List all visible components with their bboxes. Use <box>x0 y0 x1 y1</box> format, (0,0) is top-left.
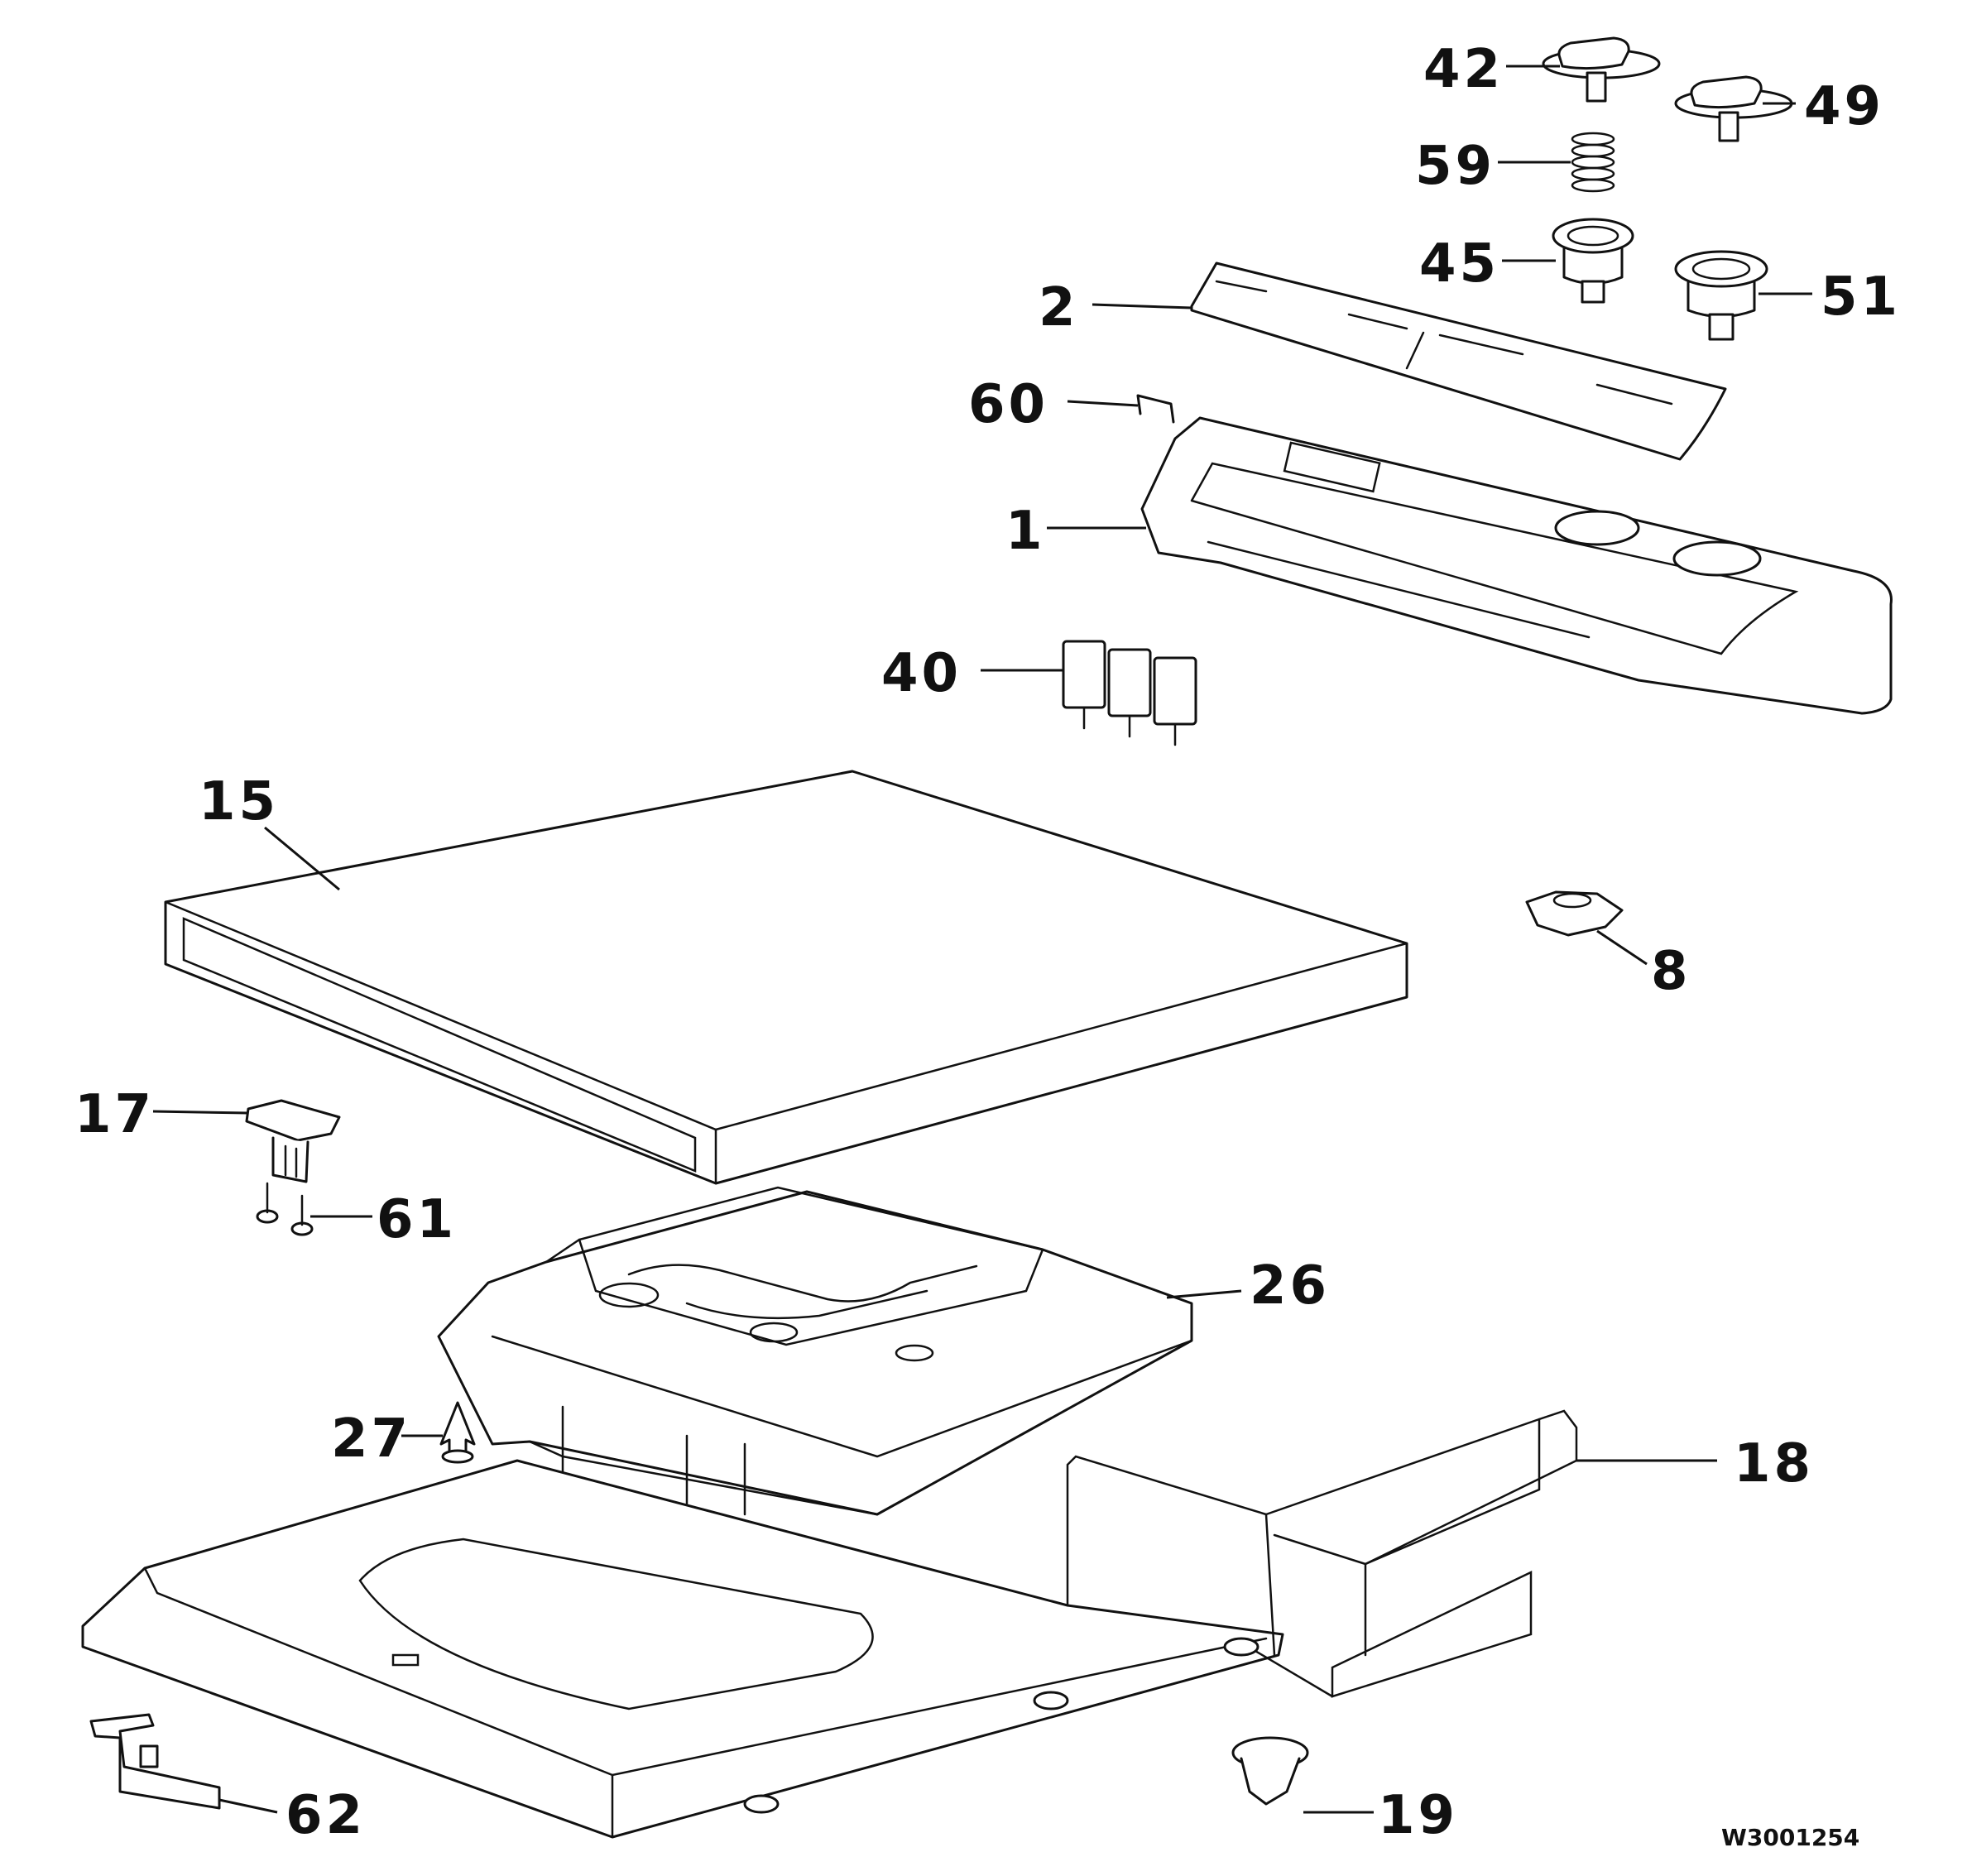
part-51-bushing <box>1674 250 1768 341</box>
part-40-switch-block <box>1062 640 1197 746</box>
callout-42: 42 <box>1423 39 1504 100</box>
callout-61: 61 <box>377 1189 457 1250</box>
part-26-dispenser <box>437 1186 1193 1516</box>
part-18-top-panel <box>81 1409 1578 1839</box>
callout-18: 18 <box>1734 1433 1814 1495</box>
part-60-clip <box>1136 394 1175 424</box>
part-1-control-panel <box>1140 416 1893 715</box>
callout-27: 27 <box>331 1408 411 1470</box>
part-17-hinge <box>245 1099 341 1183</box>
part-8-cap <box>1525 890 1624 937</box>
callout-45: 45 <box>1419 233 1499 295</box>
callout-40: 40 <box>881 643 962 704</box>
part-15-lid <box>164 770 1408 1185</box>
callout-49: 49 <box>1804 76 1884 137</box>
callout-15: 15 <box>199 771 279 832</box>
callout-17: 17 <box>74 1084 155 1145</box>
part-49-knob <box>1674 75 1793 142</box>
part-42-knob <box>1542 36 1661 103</box>
callout-60: 60 <box>968 374 1048 435</box>
part-2-trim-strip <box>1190 261 1727 461</box>
callout-2: 2 <box>1039 277 1079 338</box>
drawing-code: W3001254 <box>1721 1824 1859 1851</box>
callout-labels: 42 49 59 45 51 2 60 1 40 15 8 17 61 26 2… <box>74 39 1901 1851</box>
callout-59: 59 <box>1415 136 1495 197</box>
part-19-foot <box>1231 1736 1309 1806</box>
part-59-spring <box>1571 132 1615 193</box>
part-62-bracket <box>89 1713 221 1810</box>
callout-62: 62 <box>285 1785 366 1846</box>
callout-51: 51 <box>1821 266 1901 328</box>
leader-lines <box>152 65 1812 1814</box>
callout-19: 19 <box>1378 1785 1458 1846</box>
part-45-bushing <box>1552 218 1634 304</box>
callout-26: 26 <box>1250 1255 1330 1317</box>
part-61-screws <box>256 1182 314 1236</box>
callout-8: 8 <box>1651 941 1691 1002</box>
callout-1: 1 <box>1005 501 1046 562</box>
part-27-push-clip <box>439 1401 476 1464</box>
